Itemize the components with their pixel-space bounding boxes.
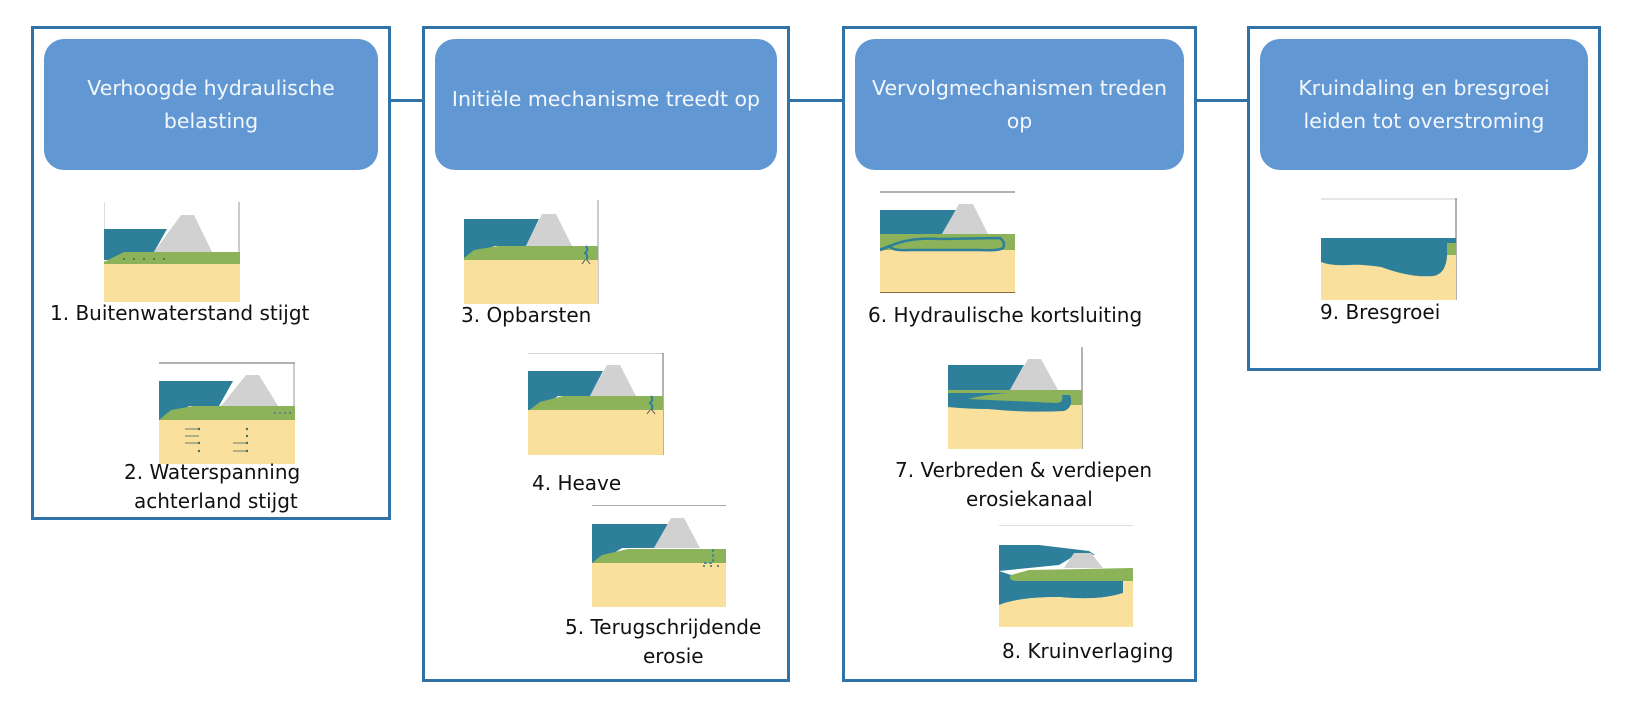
dike-pore-pressure-icon [159,362,295,464]
dike-backward-erosion-icon [592,505,728,607]
step-8-label: 8. Kruinverlaging [1002,639,1174,663]
step-9-illustration [1321,198,1457,300]
step-3-label: 3. Opbarsten [461,303,592,327]
step-2-illustration [159,362,295,464]
dike-short-circuit-icon [880,191,1015,293]
stage-4-title: Kruindaling en bresgroei leiden tot over… [1298,75,1550,133]
step-6-label: 6. Hydraulische kortsluiting [868,303,1143,327]
step-1-label: 1. Buitenwaterstand stijgt [50,301,310,325]
connector-2-3 [787,99,845,102]
step-2-label-line2: achterland stijgt [134,489,298,513]
dike-widening-pipe-icon [948,347,1084,449]
step-4-label: 4. Heave [532,471,622,495]
step-6-illustration [880,191,1015,293]
connector-1-2 [388,99,425,102]
step-2-label-line1: 2. Waterspanning [124,460,301,484]
step-5-label-line2: erosie [643,644,704,668]
stage-1-header: Verhoogde hydraulische belasting [44,39,378,170]
connector-3-4 [1194,99,1250,102]
step-5-illustration [592,505,728,607]
step-1-illustration [104,202,240,302]
step-4-illustration [528,353,664,455]
stage-2-title: Initiële mechanisme treedt op [451,87,761,111]
dike-uplift-icon [464,200,600,304]
step-5-label-line1: 5. Terugschrijdende [565,615,762,639]
stage-1-title: Verhoogde hydraulische belasting [87,75,335,133]
step-7-illustration [948,347,1084,449]
dike-crest-lowering-icon [999,525,1133,627]
step-7-label-line1: 7. Verbreden & verdiepen [895,458,1153,482]
stage-4-header: Kruindaling en bresgroei leiden tot over… [1260,39,1588,170]
step-8-illustration [999,525,1133,627]
step-3-illustration [464,200,600,304]
stage-3-header: Vervolgmechanismen treden op [855,39,1184,170]
stage-2-header: Initiële mechanisme treedt op [435,39,777,170]
dike-high-water-icon [104,202,240,302]
step-7-label-line2: erosiekanaal [966,487,1093,511]
stage-3-title: Vervolgmechanismen treden op [872,75,1167,133]
dike-heave-icon [528,353,664,455]
dike-breach-growth-icon [1321,198,1457,300]
stage-4-box: Kruindaling en bresgroei leiden tot over… [1247,26,1601,371]
step-9-label: 9. Bresgroei [1320,300,1441,324]
